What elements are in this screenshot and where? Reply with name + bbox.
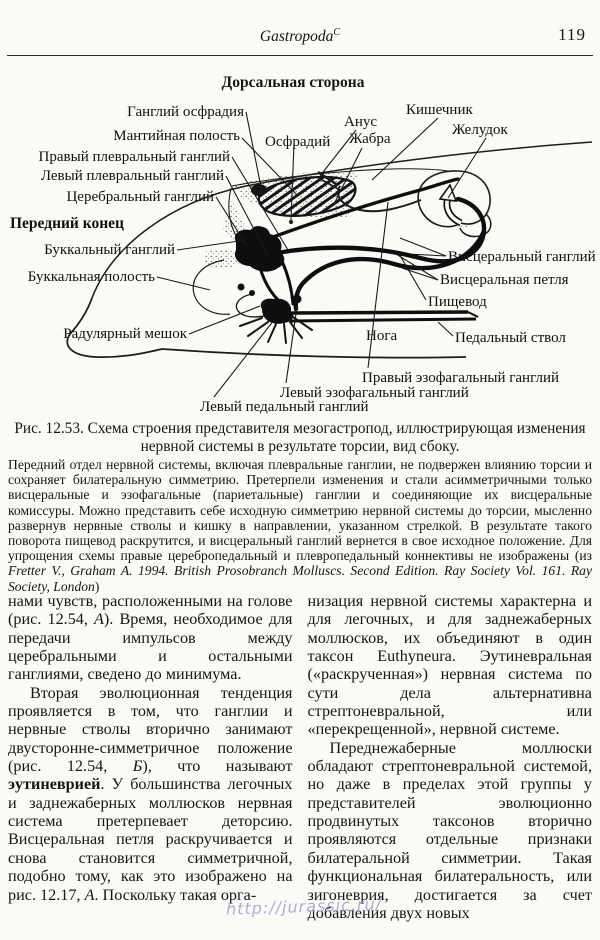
right-column: низация нервной системы характерна и для… <box>308 592 593 922</box>
nerve-trunks <box>252 177 487 312</box>
running-title: GastropodaC <box>0 27 600 46</box>
label-buccal-ganglion: Буккальный ганглий <box>44 242 175 258</box>
running-title-text: Gastropoda <box>259 28 334 46</box>
header-rule <box>7 55 593 56</box>
label-visceral-loop: Висцеральная петля <box>440 272 569 288</box>
label-osphradium: Осфрадий <box>265 134 331 150</box>
text-run-italic: А <box>94 610 104 629</box>
left-column: нами чувств, расположенными на голове (р… <box>8 592 293 922</box>
page-number: 119 <box>558 25 586 44</box>
label-left-pedal-ganglion: Левый педальный ганглий <box>200 399 369 415</box>
left-paragraph-2: Вторая эволюционная тенденция проявляетс… <box>8 684 293 904</box>
text-run: . Поскольку такая орга- <box>94 885 257 904</box>
label-stomach: Желудок <box>452 122 508 138</box>
label-pedal-cord: Педальный ствол <box>455 330 566 346</box>
figure-12-53: Дорсальная сторона Ганглий осфрадия Мант… <box>0 60 600 422</box>
label-visceral-ganglion: Висцеральный ганглий <box>448 249 596 265</box>
figure-caption: Рис. 12.53. Схема строения представителя… <box>14 420 586 455</box>
running-title-superscript: C <box>333 27 341 38</box>
right-paragraph-1: низация нервной системы характерна и для… <box>307 592 593 739</box>
text-run-bold: эутиневрией <box>8 775 101 794</box>
label-intestine: Кишечник <box>406 102 473 118</box>
label-esophagus: Пищевод <box>428 294 487 310</box>
text-run: Вторая эволюционная тенденция проявляетс… <box>8 683 293 776</box>
text-run: нами чувств, расположенными на голове (р… <box>8 592 293 629</box>
text-run: ). Время, необходимое для передачи импул… <box>8 610 293 684</box>
text-run-italic: Б <box>132 757 143 776</box>
right-paragraph-2: Переднежаберные моллюски обладают стрепт… <box>307 738 593 922</box>
label-anus: Анус <box>344 114 378 130</box>
label-dorsal-side: Дорсальная сторона <box>221 74 365 91</box>
label-buccal-cavity: Буккальная полость <box>27 269 155 285</box>
anatomy-drawing <box>66 111 593 398</box>
label-left-pleural-ganglion: Левый плевральный ганглий <box>40 168 224 184</box>
body-text: нами чувств, расположенными на голове (р… <box>8 592 592 922</box>
pedal-nerves <box>239 316 313 344</box>
figure-note: Передний отдел нервной системы, включая … <box>8 457 592 594</box>
figure-note-text: Передний отдел нервной системы, включая … <box>8 457 592 564</box>
label-right-esophageal-ganglion: Правый эзофагальный ганглий <box>362 370 559 386</box>
pedal-cords <box>289 310 479 323</box>
label-foot: Нога <box>366 328 398 344</box>
label-left-esophageal-ganglion: Левый эзофагальный ганглий <box>280 385 469 401</box>
label-cerebral-ganglion: Церебральный ганглий <box>66 189 214 205</box>
label-anterior-end: Передний конец <box>10 215 124 232</box>
osphradium-blob <box>251 184 267 196</box>
leader-lines <box>156 111 487 398</box>
figure-note-close: ) <box>94 578 100 594</box>
text-run-italic: А <box>84 885 95 904</box>
label-gill: Жабра <box>349 131 391 147</box>
label-radular-sac: Радулярный мешок <box>63 326 187 342</box>
figure-note-citation: Fretter V., Graham A. 1994. British Pros… <box>8 563 592 594</box>
label-right-pleural-ganglion: Правый плевральный ганглий <box>38 149 230 165</box>
text-run: . У большинства легочных и заднежаберных… <box>8 775 293 904</box>
label-mantle-cavity: Мантийная полость <box>113 128 240 144</box>
text-run: ), что называют <box>142 757 293 776</box>
label-osphradium-ganglion: Ганглий осфрадия <box>127 104 244 120</box>
left-paragraph-1: нами чувств, расположенными на голове (р… <box>8 592 293 684</box>
